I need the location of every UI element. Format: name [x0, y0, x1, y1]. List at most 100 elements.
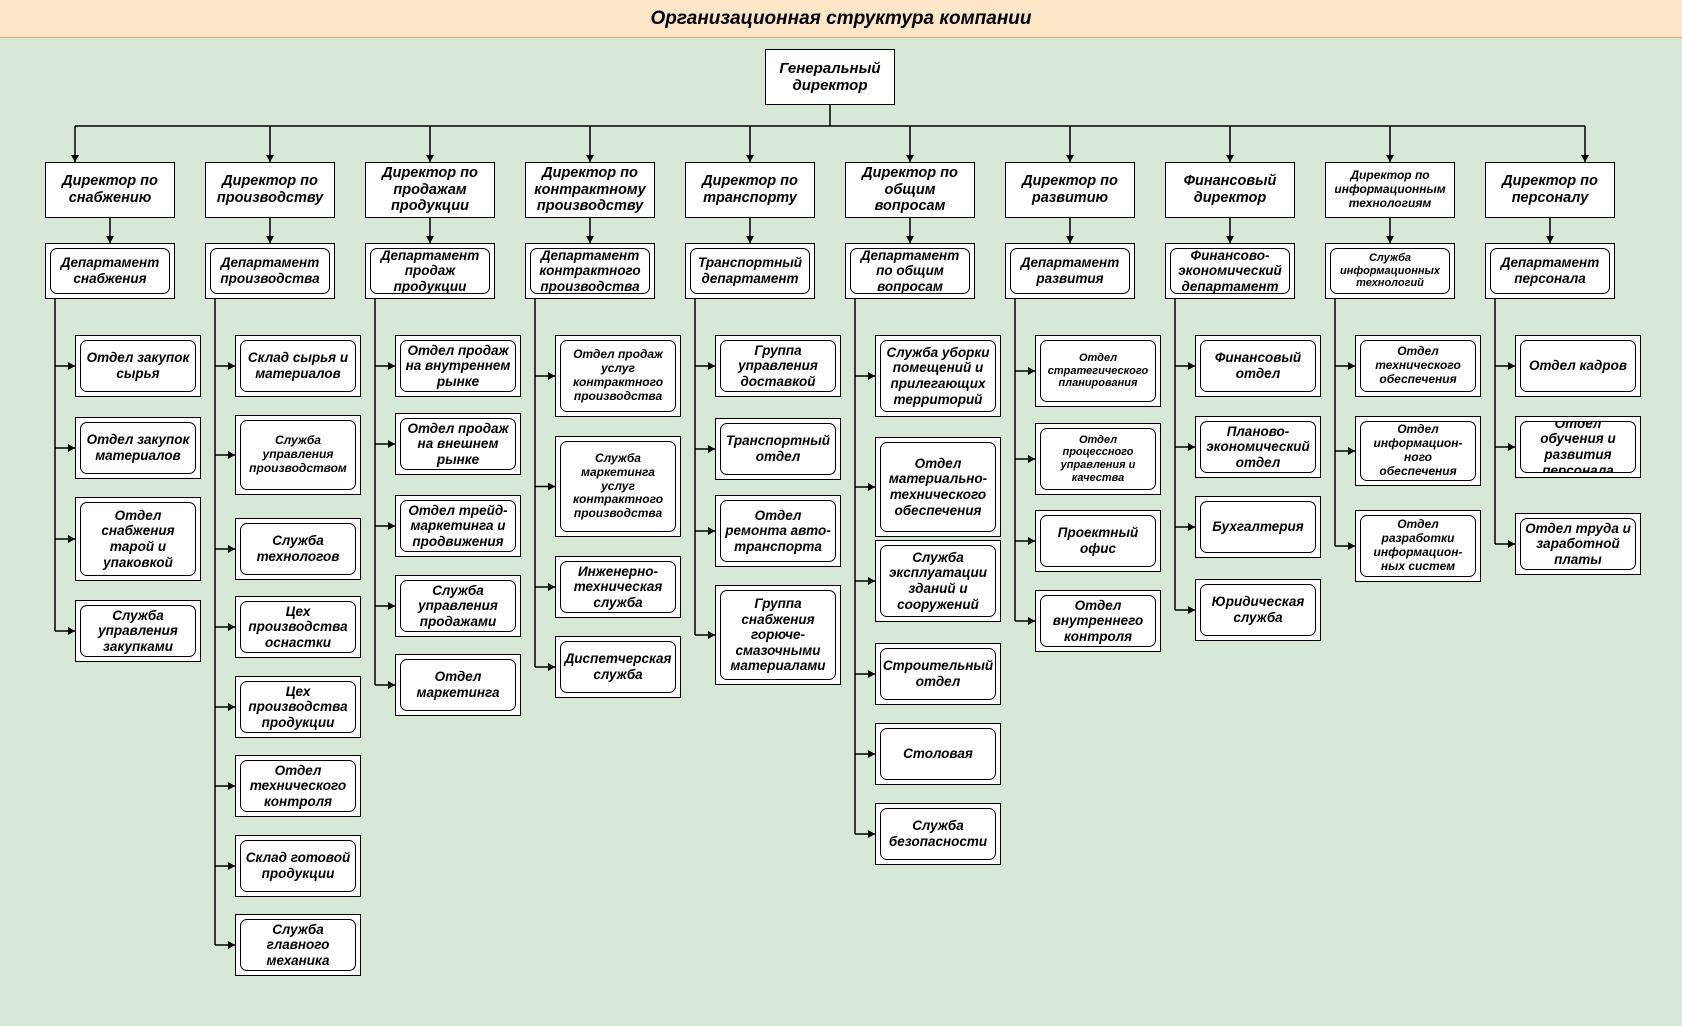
- arrow-head: [868, 750, 875, 758]
- arrow-head: [868, 670, 875, 678]
- arrow-head: [868, 372, 875, 380]
- unit-box-label: Служба управления закупками: [80, 605, 196, 657]
- unit-box-label: Склад сырья и материалов: [240, 340, 356, 392]
- arrow-head: [388, 522, 395, 530]
- unit-box: Транспортный отдел: [715, 418, 841, 480]
- department-box-label: Департамент контрактного производства: [530, 248, 650, 294]
- director-box-label: Директор по информационным технологиям: [1334, 168, 1446, 210]
- unit-box: Служба технологов: [235, 518, 361, 580]
- unit-box: Финансовый отдел: [1195, 335, 1321, 397]
- unit-box-label: Отдел продаж услуг контрактного производ…: [560, 340, 676, 412]
- director-box: Директор по информационным технологиям: [1325, 162, 1455, 218]
- arrow-head: [708, 527, 715, 535]
- unit-box-label: Служба главного механика: [240, 919, 356, 971]
- arrow-head: [266, 155, 274, 162]
- department-box: Департамент продаж продукции: [365, 243, 495, 299]
- arrow-head: [1348, 447, 1355, 455]
- unit-box: Отдел продаж услуг контрактного производ…: [555, 335, 681, 417]
- unit-box-label: Служба технологов: [240, 523, 356, 575]
- unit-box-label: Столовая: [880, 728, 996, 780]
- director-box-label: Директор по развитию: [1022, 173, 1118, 206]
- department-box: Департамент контрактного производства: [525, 243, 655, 299]
- arrow-head: [228, 941, 235, 949]
- unit-box-label: Отдел трейд-маркетинга и продвижения: [400, 500, 516, 552]
- department-box: Департамент снабжения: [45, 243, 175, 299]
- arrow-head: [868, 830, 875, 838]
- arrow-head: [1226, 236, 1234, 243]
- department-box: Департамент по общим вопросам: [845, 243, 975, 299]
- unit-box: Цех производства оснастки: [235, 596, 361, 658]
- unit-box-label: Отдел процессного управления и качества: [1040, 428, 1156, 490]
- arrow-head: [228, 545, 235, 553]
- unit-box-label: Отдел труда и заработной платы: [1520, 518, 1636, 570]
- unit-box-label: Отдел ремонта авто-транспорта: [720, 500, 836, 562]
- unit-box-label: Служба эксплуатации зданий и сооружений: [880, 545, 996, 617]
- unit-box: Отдел информацион-ного обеспечения: [1355, 416, 1481, 486]
- unit-box: Бухгалтерия: [1195, 496, 1321, 558]
- unit-box: Проектный офис: [1035, 510, 1161, 572]
- department-box-label: Служба информационных технологий: [1330, 248, 1450, 294]
- unit-box: Отдел процессного управления и качества: [1035, 423, 1161, 495]
- arrow-head: [1066, 236, 1074, 243]
- unit-box: Отдел материально-технического обеспечен…: [875, 437, 1001, 537]
- unit-box-label: Отдел закупок материалов: [80, 422, 196, 474]
- unit-box: Отдел снабжения тарой и упаковкой: [75, 497, 201, 581]
- unit-box: Отдел трейд-маркетинга и продвижения: [395, 495, 521, 557]
- arrow-head: [1348, 542, 1355, 550]
- unit-box: Отдел стратегического планирования: [1035, 335, 1161, 407]
- arrow-head: [228, 362, 235, 370]
- unit-box-label: Отдел кадров: [1520, 340, 1636, 392]
- arrow-head: [1581, 155, 1589, 162]
- arrow-head: [1386, 236, 1394, 243]
- unit-box: Отдел технического контроля: [235, 755, 361, 817]
- department-box-label: Департамент по общим вопросам: [850, 248, 970, 294]
- arrow-head: [1066, 155, 1074, 162]
- arrow-head: [1226, 155, 1234, 162]
- unit-box: Служба уборки помещений и прилегающих те…: [875, 335, 1001, 417]
- unit-box-label: Отдел маркетинга: [400, 659, 516, 711]
- unit-box-label: Группа снабжения горюче-смазочными матер…: [720, 590, 836, 680]
- arrow-head: [426, 155, 434, 162]
- arrow-head: [1028, 367, 1035, 375]
- arrow-head: [1546, 236, 1554, 243]
- arrow-head: [586, 236, 594, 243]
- arrow-head: [1028, 455, 1035, 463]
- ceo-box-label: Генеральный директор: [779, 59, 881, 94]
- arrow-head: [68, 444, 75, 452]
- unit-box-label: Отдел стратегического планирования: [1040, 340, 1156, 402]
- department-box: Транспортный департамент: [685, 243, 815, 299]
- arrow-head: [708, 445, 715, 453]
- arrow-head: [868, 577, 875, 585]
- director-box: Директор по производству: [205, 162, 335, 218]
- department-box-label: Департамент персонала: [1490, 248, 1610, 294]
- arrow-head: [1188, 523, 1195, 531]
- unit-box-label: Отдел закупок сырья: [80, 340, 196, 392]
- arrow-head: [228, 623, 235, 631]
- unit-box: Отдел технического обеспечения: [1355, 335, 1481, 397]
- director-box-label: Директор по продажам продукции: [382, 165, 478, 215]
- arrow-head: [266, 236, 274, 243]
- unit-box: Служба управления закупками: [75, 600, 201, 662]
- unit-box: Служба главного механика: [235, 914, 361, 976]
- arrow-head: [228, 862, 235, 870]
- arrow-head: [1028, 617, 1035, 625]
- arrow-head: [708, 362, 715, 370]
- arrow-head: [1028, 537, 1035, 545]
- arrow-head: [71, 155, 79, 162]
- page-title: Организационная структура компании: [0, 0, 1682, 38]
- unit-box: Отдел кадров: [1515, 335, 1641, 397]
- unit-box: Служба эксплуатации зданий и сооружений: [875, 540, 1001, 622]
- arrow-head: [68, 535, 75, 543]
- arrow-head: [548, 482, 555, 491]
- arrow-head: [388, 681, 395, 689]
- arrow-head: [906, 155, 914, 162]
- unit-box-label: Отдел технического контроля: [240, 760, 356, 812]
- arrow-head: [906, 236, 914, 243]
- arrow-head: [228, 703, 235, 711]
- unit-box-label: Инженерно-техническая служба: [560, 561, 676, 613]
- arrow-head: [68, 627, 75, 635]
- director-box: Директор по снабжению: [45, 162, 175, 218]
- unit-box-label: Служба безопасности: [880, 808, 996, 860]
